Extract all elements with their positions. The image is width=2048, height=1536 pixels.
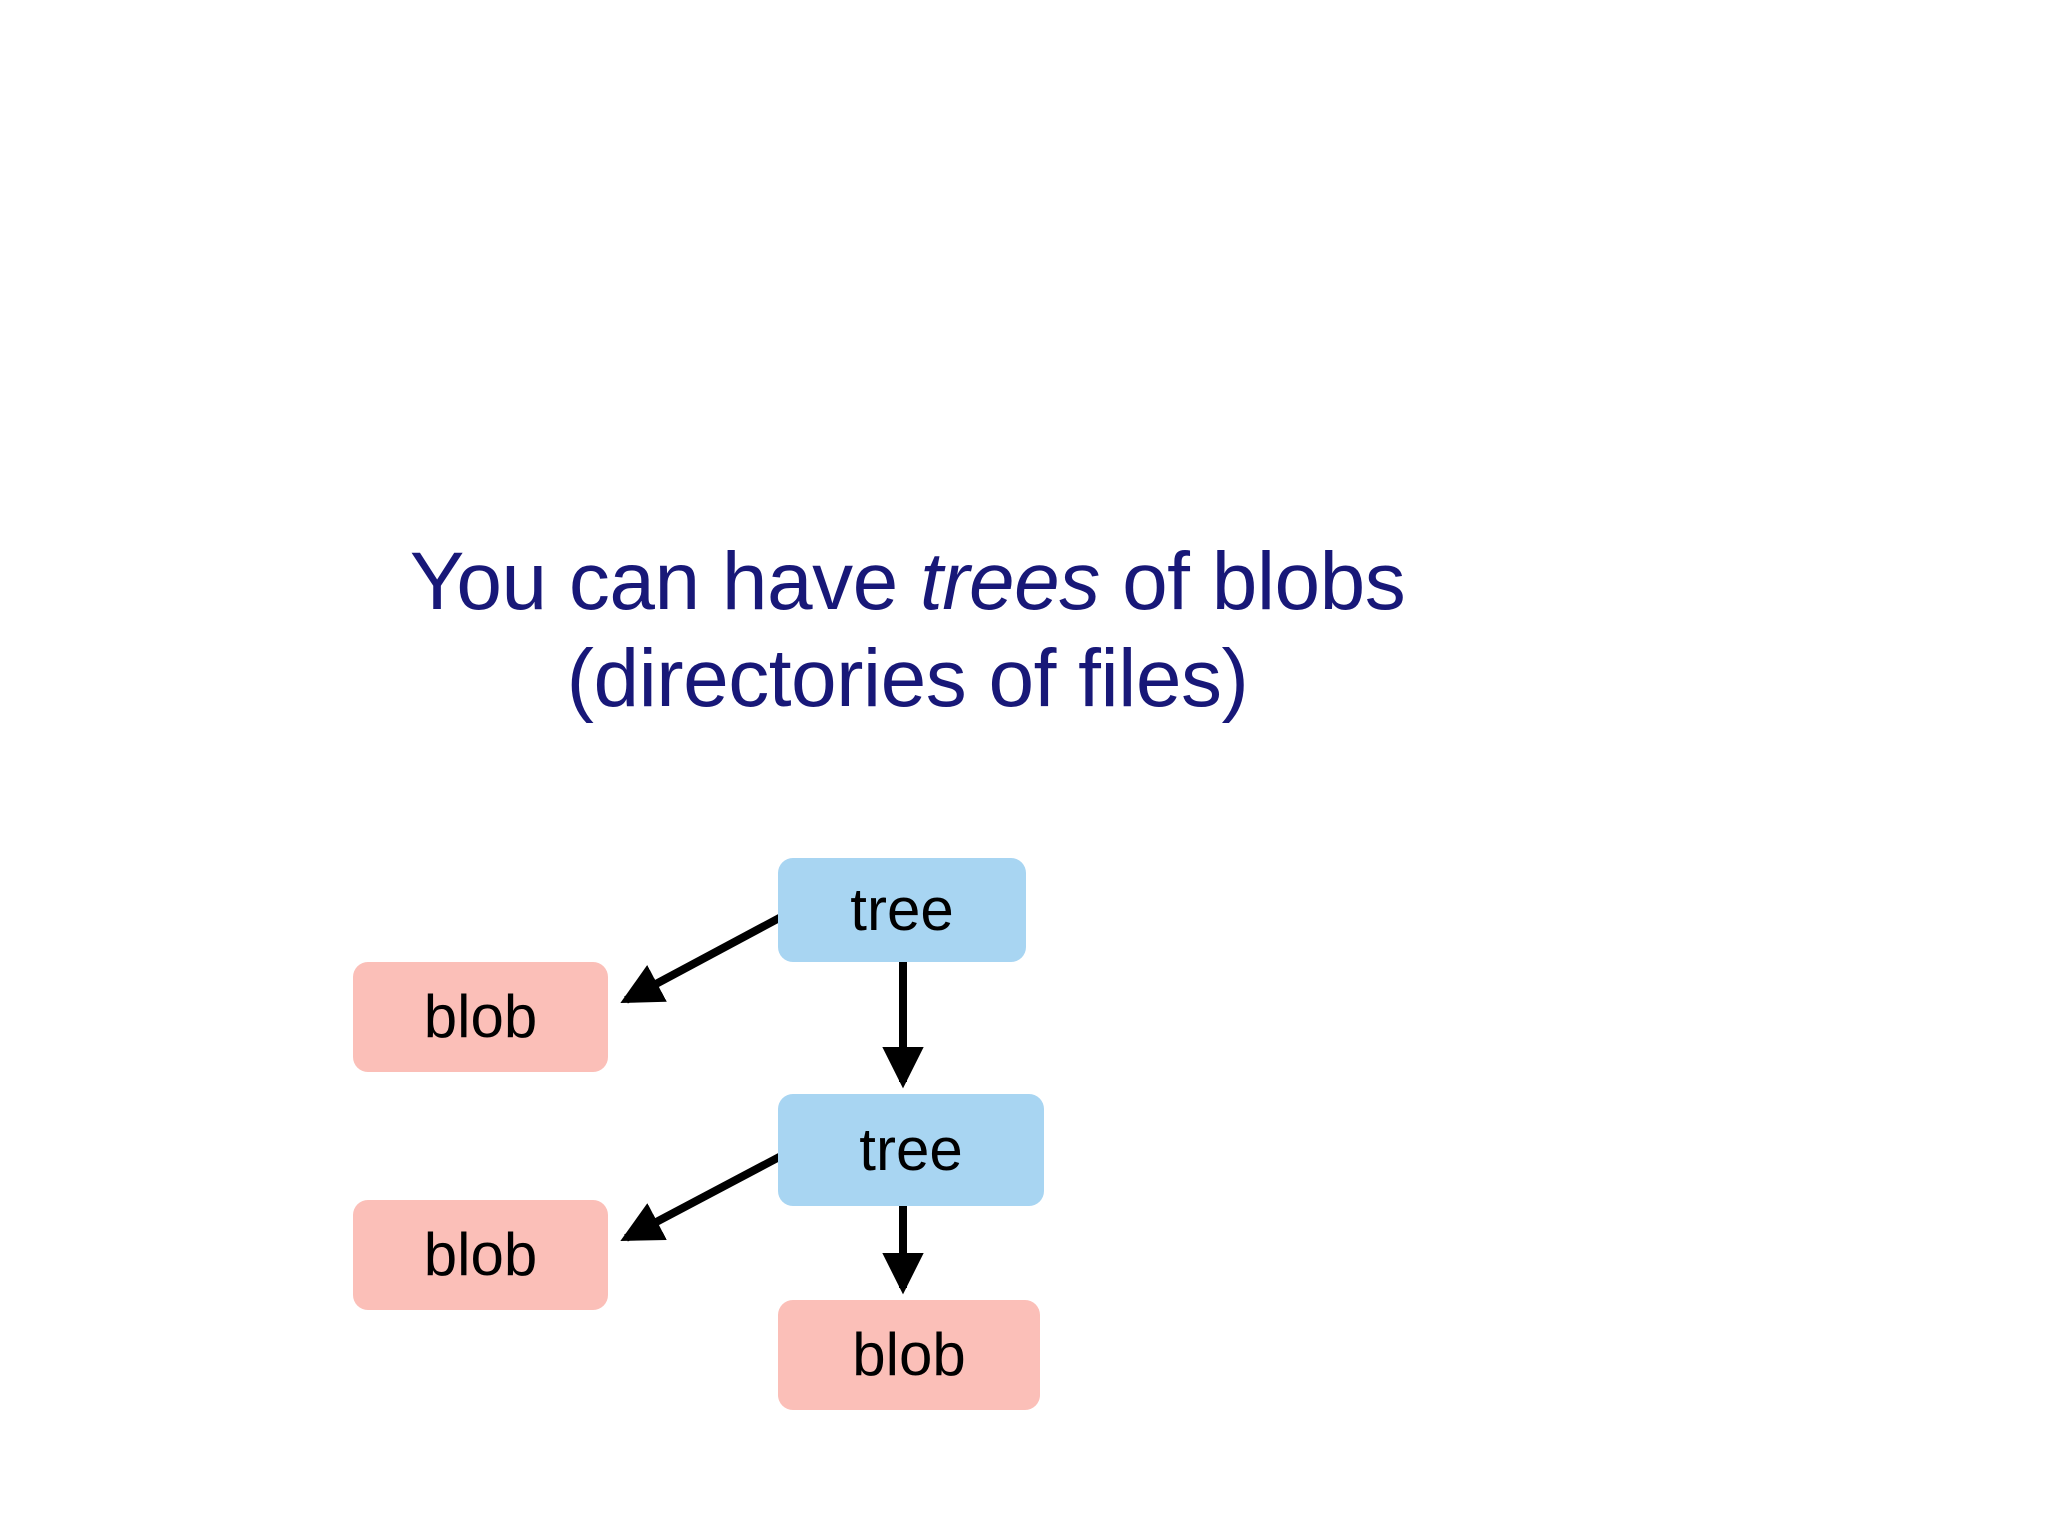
node-tree-2[interactable]: tree bbox=[778, 1094, 1044, 1206]
slide-title: You can have trees of blobs (directories… bbox=[0, 534, 1815, 728]
node-blob-3[interactable]: blob bbox=[778, 1300, 1040, 1410]
node-tree-1-label: tree bbox=[850, 876, 954, 943]
title-text-suffix: of blobs bbox=[1099, 536, 1406, 627]
node-tree-2-label: tree bbox=[859, 1116, 963, 1183]
node-blob-1[interactable]: blob bbox=[353, 962, 608, 1072]
title-emphasis-trees: trees bbox=[919, 536, 1100, 627]
node-blob-3-label: blob bbox=[852, 1321, 966, 1388]
node-blob-1-label: blob bbox=[423, 983, 538, 1050]
node-blob-2-label: blob bbox=[423, 1221, 538, 1288]
title-line-2: (directories of files) bbox=[566, 632, 1249, 724]
node-tree-1[interactable]: tree bbox=[778, 858, 1026, 962]
edge-tree2-to-blob2 bbox=[620, 1151, 785, 1242]
title-text-prefix: You can have bbox=[409, 536, 920, 627]
edge-tree1-to-blob1 bbox=[620, 912, 785, 1004]
node-blob-2[interactable]: blob bbox=[353, 1200, 608, 1310]
title-line-1: You can have trees of blobs bbox=[0, 534, 1815, 631]
